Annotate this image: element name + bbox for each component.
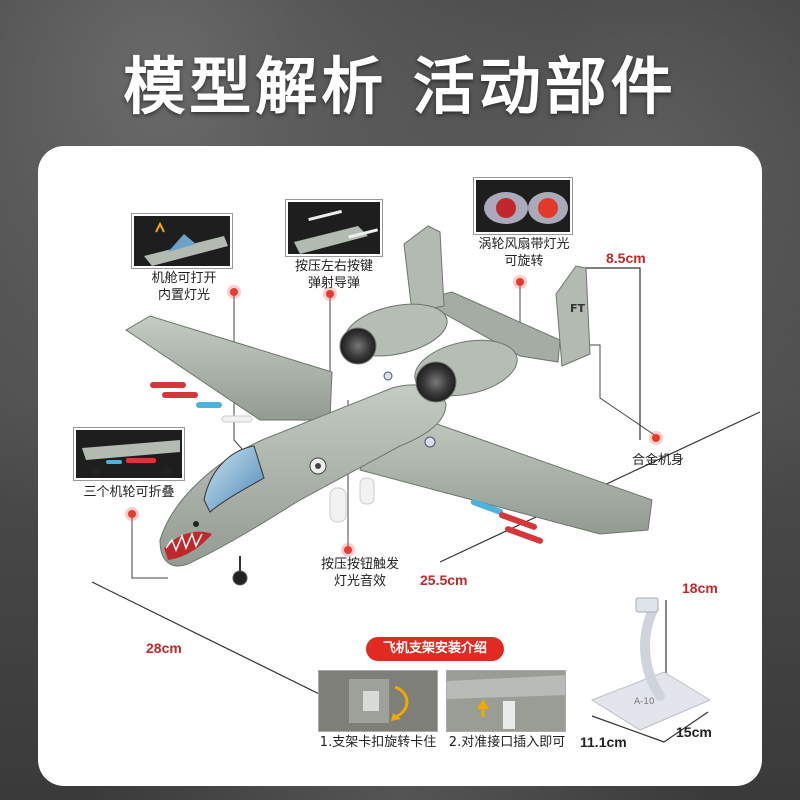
feature-missile-label: 按压左右按键 弹射导弹	[294, 259, 373, 291]
stand-step2-label: 2.对准接口插入即可	[448, 735, 566, 750]
cockpit-thumbnail	[132, 214, 232, 268]
stand-step2-photo	[446, 670, 566, 732]
nose-wheel	[232, 570, 248, 586]
stand-mount	[635, 597, 659, 613]
stand-depth-dimension: 11.1cm	[580, 734, 627, 750]
left-engine-fan	[339, 327, 377, 365]
feature-fan-label: 涡轮风扇带灯光 可旋转	[478, 237, 570, 269]
left-wing	[125, 315, 333, 421]
wheels-thumbnail	[74, 428, 184, 480]
headline: 模型解析 活动部件	[123, 50, 677, 123]
a10-aircraft	[125, 225, 653, 586]
engine-thumbnail	[474, 178, 572, 234]
stand-step1-photo	[318, 670, 438, 732]
tail-marking: FT	[570, 302, 586, 315]
stand-guide-title: 飞机支架安装介绍	[366, 637, 504, 661]
length-dimension: 28cm	[146, 640, 182, 656]
missile-thumbnail	[286, 200, 382, 256]
stand-base	[590, 671, 712, 731]
right-tail-fin	[555, 265, 591, 367]
body-hotspot	[652, 434, 660, 442]
display-stand	[590, 597, 712, 731]
height-dimension: 8.5cm	[606, 250, 646, 266]
missile-hotspot	[326, 290, 334, 298]
left-tail-fin	[403, 225, 445, 313]
cockpit-hotspot	[230, 288, 238, 296]
wing-weapons	[150, 382, 543, 544]
right-engine-fan	[415, 361, 457, 403]
stand-height-dimension: 18cm	[682, 580, 718, 596]
sound-hotspot	[344, 546, 352, 554]
canopy	[203, 445, 265, 513]
stand-arm	[640, 607, 665, 701]
stand-width-dimension: 15cm	[676, 724, 712, 740]
wheels-hotspot	[128, 510, 136, 518]
feature-sound-label: 按压按钮触发 灯光音效	[320, 557, 399, 589]
feature-body-label: 合金机身	[631, 453, 684, 468]
fan-hotspot	[516, 278, 524, 286]
stand-label: A-10	[634, 697, 655, 707]
wingspan-dimension: 25.5cm	[420, 572, 468, 588]
stand-step1-label: 1.支架卡扣旋转卡住	[319, 735, 437, 750]
feature-cockpit-label: 机舱可打开 内置灯光	[151, 271, 217, 303]
feature-wheels-label: 三个机轮可折叠	[83, 485, 175, 500]
